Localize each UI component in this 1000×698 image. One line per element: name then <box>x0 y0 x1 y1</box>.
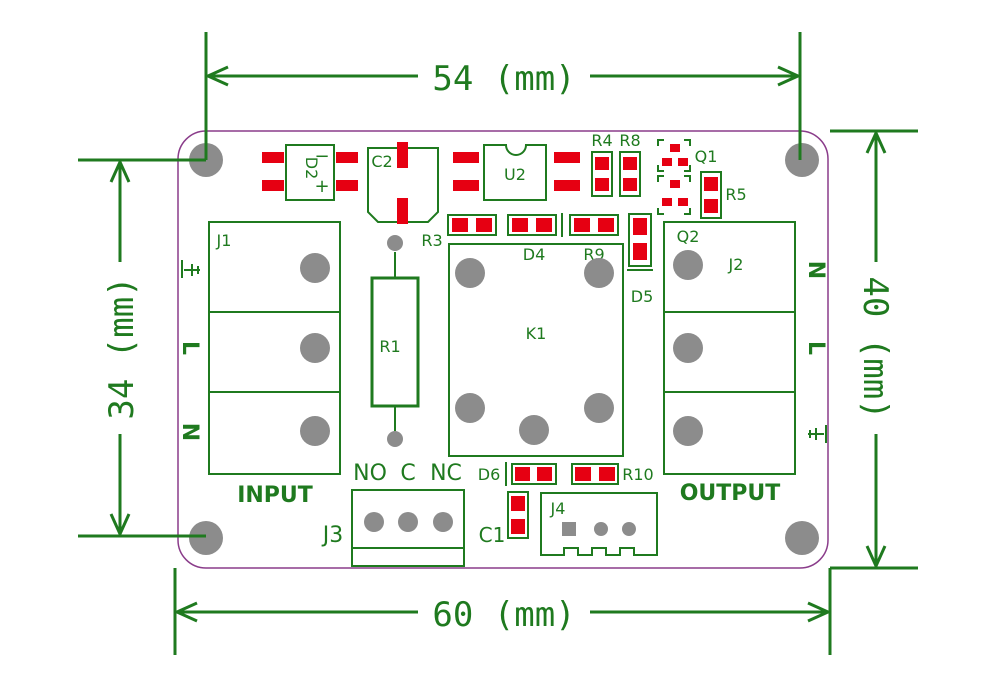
dimension-right: 40 (mm) <box>830 129 918 570</box>
resistor-r4: R4 <box>591 131 613 197</box>
connector-j4: J4 <box>540 492 658 556</box>
resistor-r5: R5 <box>700 171 747 219</box>
dimension-right-label: 40 (mm) <box>855 276 895 419</box>
terminal-block-j1: J1 L N <box>177 221 341 475</box>
input-n-label: N <box>177 423 202 441</box>
terminal-nc-label: NC <box>430 461 462 486</box>
label-j2: J2 <box>728 255 744 274</box>
dimension-left: 34 (mm) <box>78 158 206 538</box>
input-l-label: L <box>177 341 202 355</box>
output-l-label: L <box>803 341 828 355</box>
dimension-left-label: 34 (mm) <box>102 276 142 419</box>
dimension-bottom: 60 (mm) <box>173 568 832 655</box>
label-j1: J1 <box>216 231 232 250</box>
label-q2: Q2 <box>677 227 700 246</box>
label-r5: R5 <box>725 185 746 204</box>
d2-plus: + <box>314 176 329 197</box>
label-j4: J4 <box>550 499 566 518</box>
label-r4: R4 <box>591 131 612 150</box>
label-c1: C1 <box>479 523 506 547</box>
label-c2: C2 <box>371 152 392 171</box>
ground-icon <box>181 260 200 278</box>
diode-d6: D6 <box>478 462 557 486</box>
capacitor-c1: C1 <box>479 491 529 547</box>
resistor-r8: R8 <box>619 131 641 197</box>
d2-minus: − <box>314 146 329 167</box>
diode-d4: D4 <box>507 213 563 264</box>
label-q1: Q1 <box>695 147 718 166</box>
terminal-no-label: NO <box>353 461 387 486</box>
terminal-block-j3: NO C NC J3 <box>321 461 465 567</box>
transistor-q1: Q1 <box>657 139 718 215</box>
dimension-top: 54 (mm) <box>204 32 802 160</box>
dimension-bottom-label: 60 (mm) <box>432 595 575 635</box>
label-r8: R8 <box>619 131 640 150</box>
relay-k1: K1 <box>448 243 624 457</box>
label-d2: D2 <box>302 157 321 180</box>
terminal-c-label: C <box>400 461 415 486</box>
label-d5: D5 <box>631 287 654 306</box>
label-r1: R1 <box>379 337 400 356</box>
label-r3: R3 <box>421 231 442 250</box>
output-label: OUTPUT <box>680 481 781 506</box>
ic-u2: U2 <box>453 144 580 201</box>
output-n-label: N <box>803 261 828 279</box>
label-d6: D6 <box>478 465 501 484</box>
ground-icon <box>808 425 827 443</box>
resistor-r1: R1 <box>370 235 420 447</box>
resistor-r10: R10 <box>571 463 654 485</box>
diode-d2: D2 − + <box>262 144 358 201</box>
capacitor-c2: C2 <box>367 142 439 224</box>
mounting-hole-bottom-right <box>785 521 819 555</box>
terminal-block-j2: J2 N L <box>663 221 828 475</box>
label-d4: D4 <box>523 245 546 264</box>
label-j3: J3 <box>321 523 344 548</box>
label-u2: U2 <box>504 165 526 184</box>
input-label: INPUT <box>237 483 313 508</box>
resistor-r3: R3 <box>421 214 497 250</box>
mounting-hole-bottom-left <box>189 521 223 555</box>
mounting-hole-top-right <box>785 143 819 177</box>
diode-d5: D5 Q2 <box>627 213 700 306</box>
dimension-top-label: 54 (mm) <box>432 59 575 99</box>
label-r10: R10 <box>622 465 653 484</box>
label-k1: K1 <box>526 324 547 343</box>
